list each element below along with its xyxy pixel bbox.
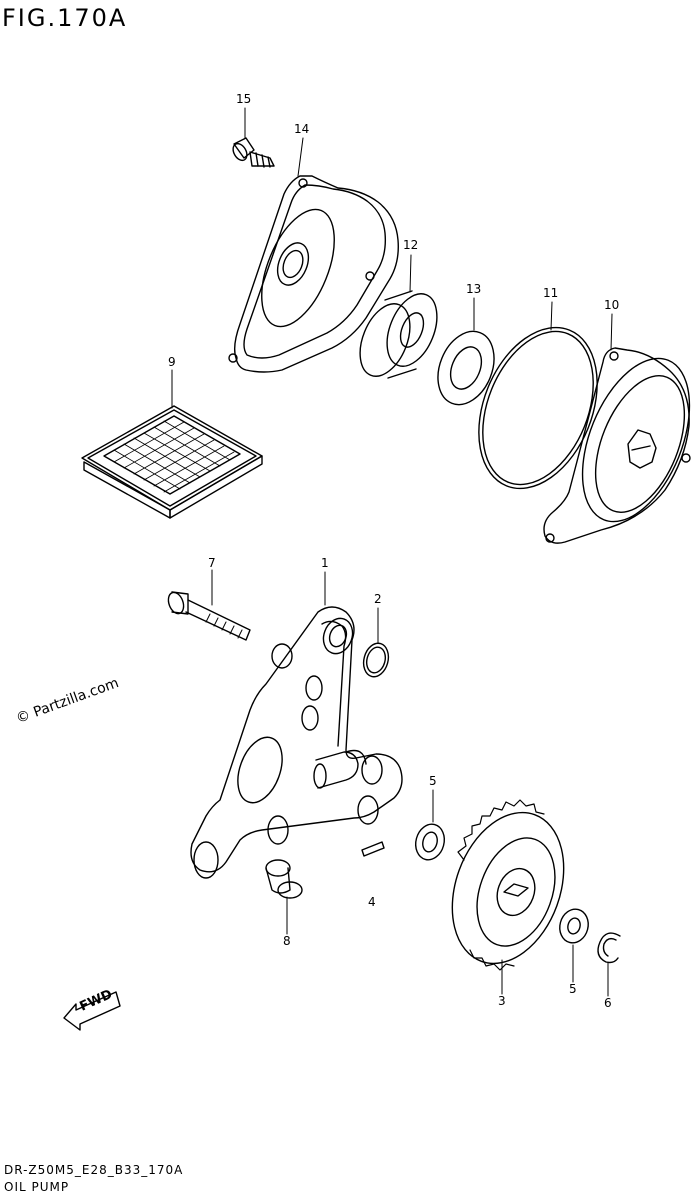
part-12-inner-rotor — [359, 290, 438, 379]
part-3-driven-gear — [451, 799, 565, 971]
part-14-pump-cover — [228, 175, 399, 373]
callout-3: 3 — [498, 994, 506, 1008]
callout-6: 6 — [604, 996, 612, 1010]
part-9-oil-strainer — [81, 405, 263, 519]
callout-10: 10 — [604, 298, 620, 312]
part-11-o-ring — [478, 326, 598, 490]
callout-1: 1 — [321, 556, 329, 570]
fwd-arrow-icon: FWD — [63, 987, 121, 1031]
callout-2: 2 — [374, 592, 382, 606]
part-15-bolt — [232, 137, 275, 168]
part-2-o-ring — [362, 642, 390, 678]
footer-diagram-name: OIL PUMP — [4, 1180, 70, 1194]
part-5-washer-upper — [414, 823, 446, 861]
callout-15: 15 — [236, 92, 252, 106]
part-8-dowel — [265, 859, 303, 899]
part-10-pump-housing — [543, 347, 691, 544]
part-1-pump-body — [190, 606, 403, 879]
part-6-circlip — [597, 932, 621, 964]
callout-9: 9 — [168, 355, 176, 369]
callout-5-lower: 5 — [569, 982, 577, 996]
part-13-washer — [437, 330, 495, 406]
footer-diagram-code: DR-Z50M5_E28_B33_170A — [4, 1163, 184, 1177]
leader-lines — [171, 107, 613, 997]
figure-title: FIG.170A — [2, 4, 128, 32]
part-7-bolt — [167, 591, 251, 641]
callout-13: 13 — [466, 282, 482, 296]
callout-7: 7 — [208, 556, 216, 570]
part-4-pin — [361, 841, 385, 857]
callout-12: 12 — [403, 238, 419, 252]
callout-8: 8 — [283, 934, 291, 948]
callout-5-upper: 5 — [429, 774, 437, 788]
callout-14: 14 — [294, 122, 310, 136]
callout-4: 4 — [368, 895, 376, 909]
callout-11: 11 — [543, 286, 559, 300]
part-5-washer-lower — [559, 908, 589, 944]
